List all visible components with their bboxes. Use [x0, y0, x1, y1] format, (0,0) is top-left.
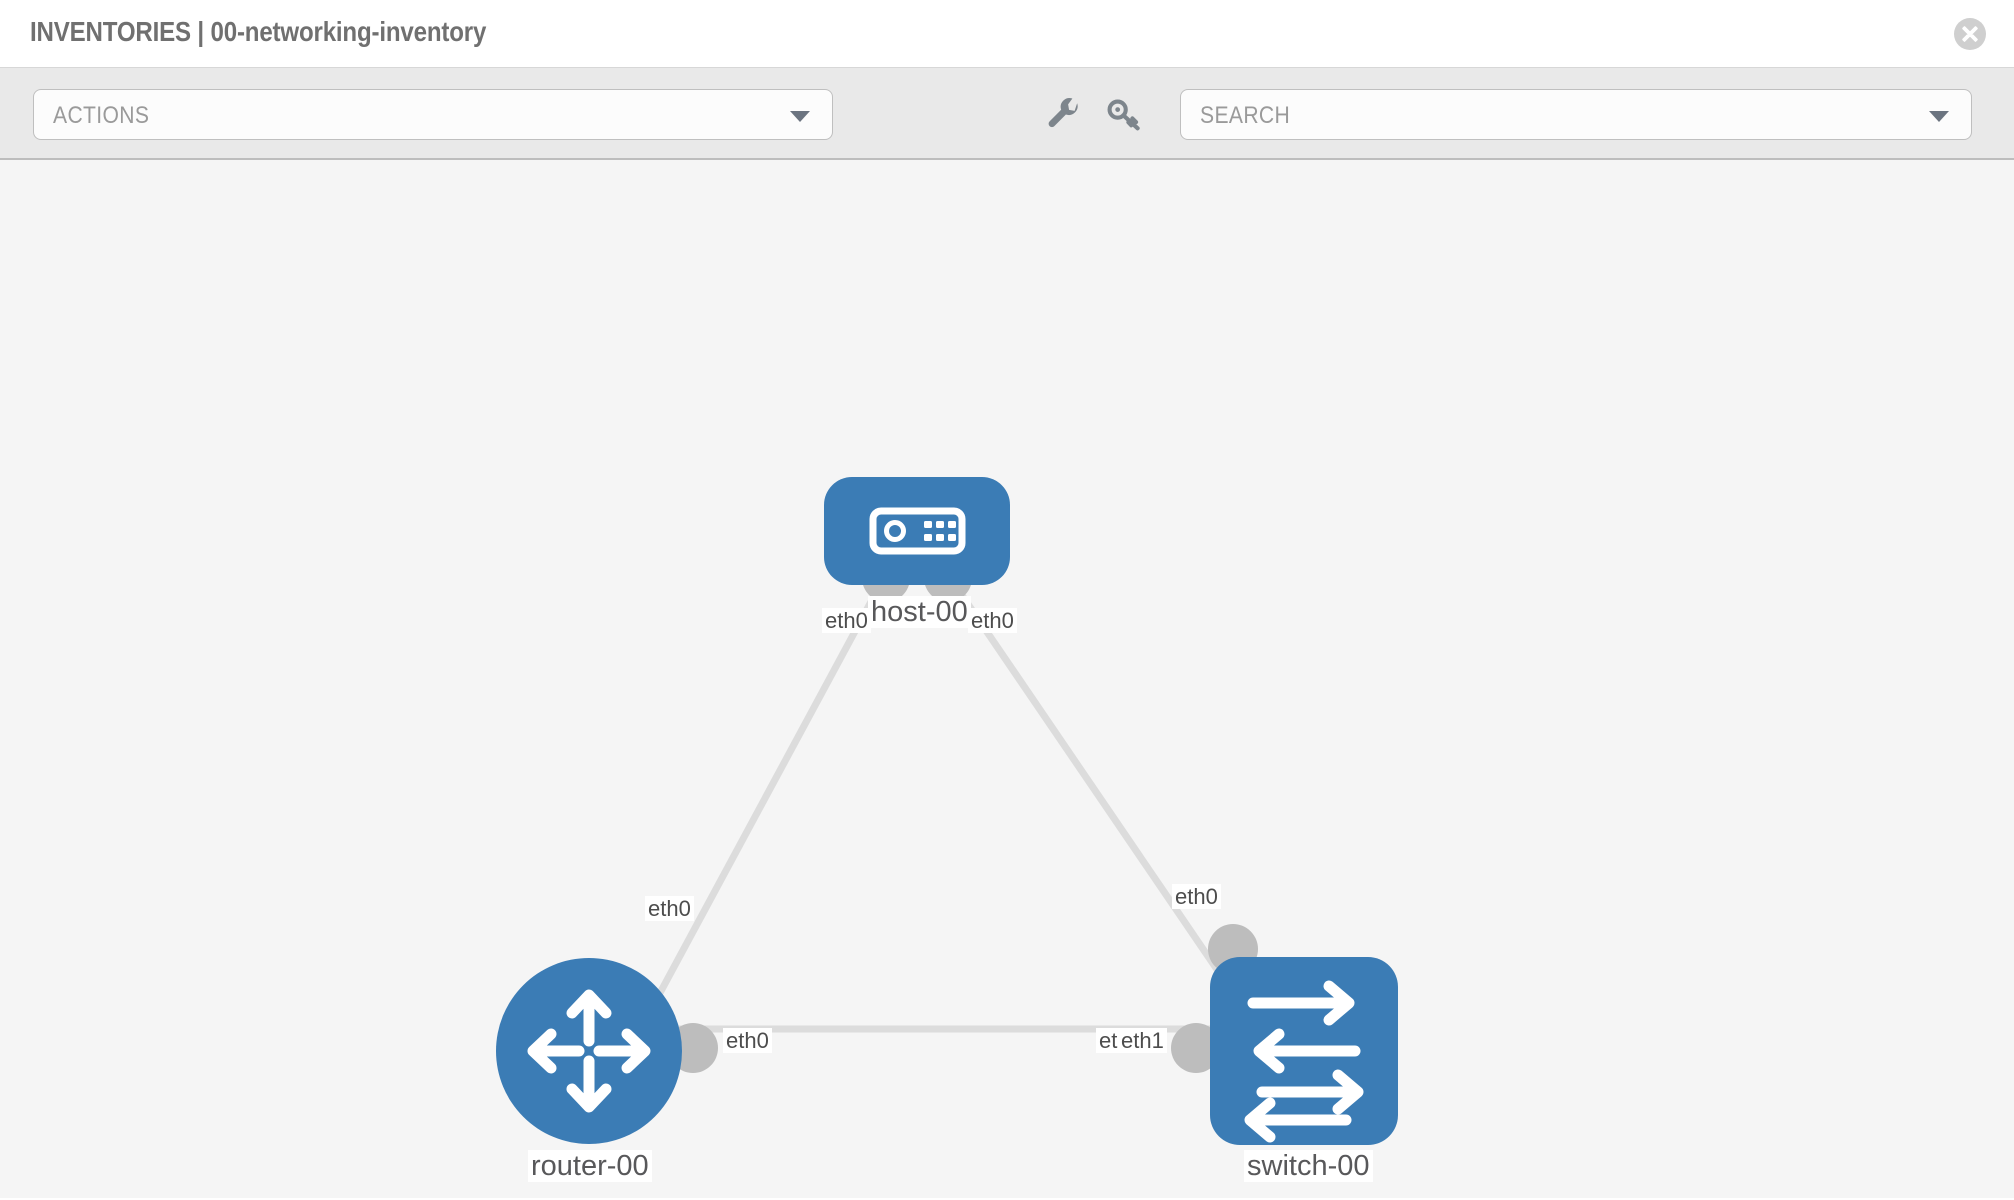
close-icon	[1962, 26, 1978, 42]
link-host-router[interactable]	[636, 583, 884, 1032]
interface-label-host-eth0-right: eth0	[968, 608, 1017, 634]
server-icon	[869, 507, 966, 555]
topology-links	[636, 583, 1251, 1033]
page-header: INVENTORIES | 00-networking-inventory	[0, 0, 2014, 68]
node-label-router-00: router-00	[528, 1150, 652, 1183]
link-host-switch[interactable]	[952, 583, 1251, 1017]
node-label-host-00: host-00	[868, 596, 971, 629]
actions-dropdown-label: ACTIONS	[53, 102, 150, 129]
page-title: INVENTORIES | 00-networking-inventory	[30, 16, 487, 47]
topology-graph	[496, 477, 1398, 1145]
node-router-00[interactable]	[496, 958, 682, 1144]
interface-label-router-eth0-host: eth0	[645, 896, 694, 922]
search-placeholder-label: SEARCH	[1200, 102, 1291, 129]
interface-label-router-eth0-switch: eth0	[723, 1028, 772, 1054]
interface-label-switch-eth1: eth1	[1118, 1028, 1167, 1054]
topology-canvas[interactable]: eth0 host-00 eth0 eth0 eth0 eth0 eth0 et…	[0, 160, 2014, 1198]
node-switch-00[interactable]	[1210, 957, 1398, 1145]
search-input[interactable]: SEARCH	[1180, 89, 1972, 140]
interface-label-switch-eth0-host: eth0	[1172, 884, 1221, 910]
close-button[interactable]	[1954, 18, 1986, 50]
toolbar: ACTIONS SEARCH	[0, 68, 2014, 160]
key-button[interactable]	[1105, 96, 1143, 134]
node-label-switch-00: switch-00	[1244, 1150, 1373, 1183]
key-icon	[1107, 99, 1140, 131]
interface-label-host-eth0-left: eth0	[822, 608, 871, 634]
wrench-icon	[1048, 98, 1078, 128]
chevron-down-icon	[790, 111, 810, 122]
router-arrows-icon	[527, 989, 651, 1113]
chevron-down-icon	[1929, 111, 1949, 122]
wrench-button[interactable]	[1045, 96, 1083, 134]
actions-dropdown[interactable]: ACTIONS	[33, 89, 833, 140]
endpoint-switch-eth1[interactable]	[1171, 1023, 1221, 1073]
node-host-00[interactable]	[824, 477, 1010, 585]
switch-arrows-icon	[1244, 980, 1364, 1143]
